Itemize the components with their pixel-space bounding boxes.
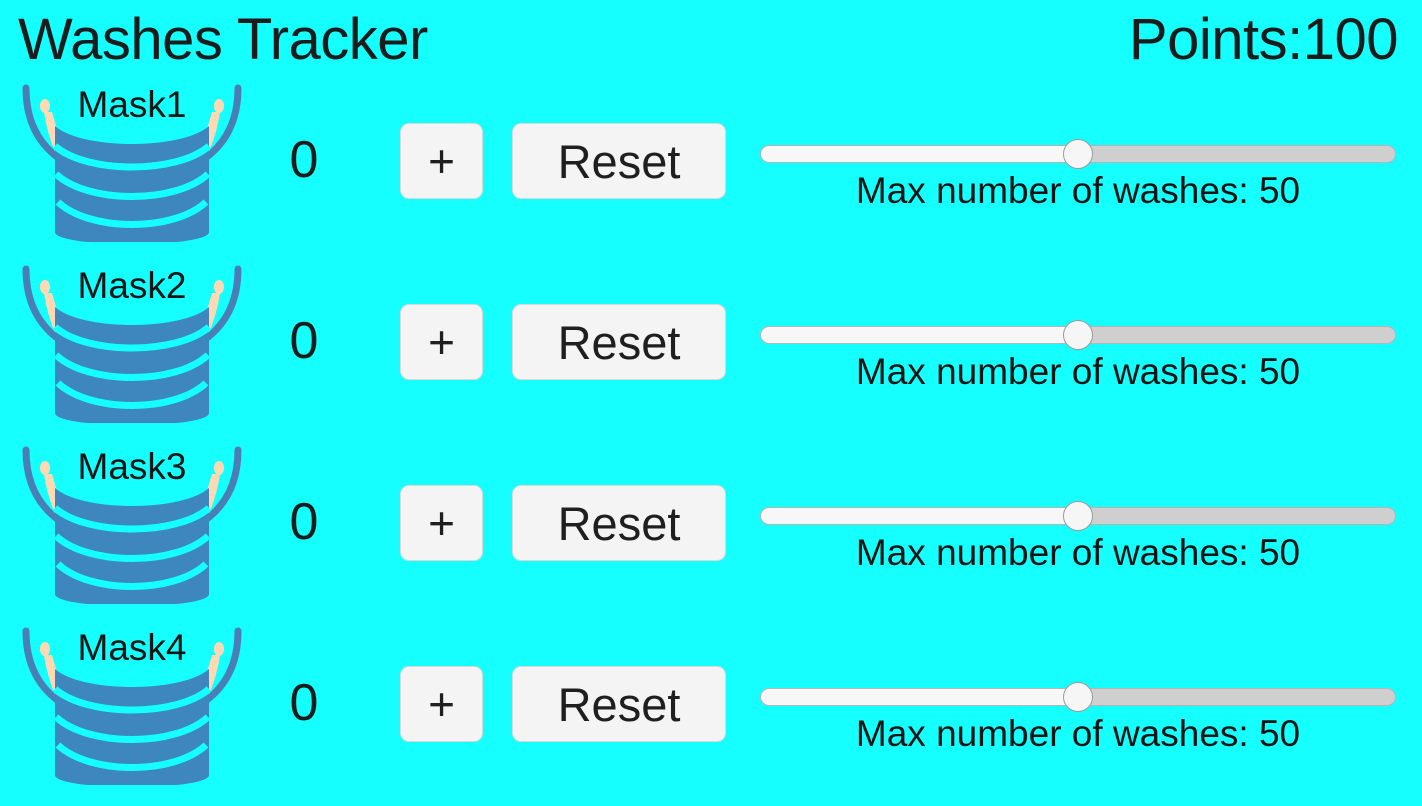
reset-button[interactable]: Reset [512, 304, 726, 380]
increment-button[interactable]: + [400, 304, 483, 380]
slider-thumb[interactable] [1063, 682, 1093, 712]
increment-button[interactable]: + [400, 485, 483, 561]
max-washes-slider-group: Max number of washes: 50 [758, 666, 1398, 776]
slider-fill [761, 327, 1078, 343]
reset-button[interactable]: Reset [512, 666, 726, 742]
mask-row: Mask4 0 + Reset Max number of washes: 50 [0, 625, 1422, 806]
wash-count: 0 [289, 493, 319, 551]
slider-thumb[interactable] [1063, 501, 1093, 531]
page-title: Washes Tracker [18, 7, 428, 72]
max-washes-slider-group: Max number of washes: 50 [758, 123, 1398, 233]
app-header: Washes Tracker Points:100 [0, 0, 1422, 78]
mask-row: Mask3 0 + Reset Max number of washes: 50 [0, 444, 1422, 625]
slider-fill [761, 508, 1078, 524]
max-washes-label: Max number of washes: 50 [855, 170, 1301, 211]
reset-button[interactable]: Reset [512, 123, 726, 199]
mask-icon: Mask1 [12, 82, 252, 242]
increment-button[interactable]: + [400, 666, 483, 742]
mask-icon: Mask4 [12, 625, 252, 785]
reset-button[interactable]: Reset [512, 485, 726, 561]
face-mask-icon [22, 627, 242, 785]
slider-thumb[interactable] [1063, 320, 1093, 350]
face-mask-icon [22, 84, 242, 242]
mask-icon: Mask2 [12, 263, 252, 423]
slider-thumb[interactable] [1063, 139, 1093, 169]
mask-icon: Mask3 [12, 444, 252, 604]
points-display: Points:100 [1128, 7, 1399, 72]
face-mask-icon [22, 446, 242, 604]
mask-row: Mask1 0 + Reset Max number of washes: 50 [0, 82, 1422, 263]
max-washes-label: Max number of washes: 50 [855, 713, 1301, 754]
max-washes-label: Max number of washes: 50 [855, 351, 1301, 392]
increment-button[interactable]: + [400, 123, 483, 199]
face-mask-icon [22, 265, 242, 423]
max-washes-slider-group: Max number of washes: 50 [758, 304, 1398, 414]
wash-count: 0 [289, 131, 319, 189]
wash-count: 0 [289, 312, 319, 370]
max-washes-slider-group: Max number of washes: 50 [758, 485, 1398, 595]
slider-fill [761, 146, 1078, 162]
mask-row: Mask2 0 + Reset Max number of washes: 50 [0, 263, 1422, 444]
wash-count: 0 [289, 674, 319, 732]
slider-fill [761, 689, 1078, 705]
max-washes-label: Max number of washes: 50 [855, 532, 1301, 573]
